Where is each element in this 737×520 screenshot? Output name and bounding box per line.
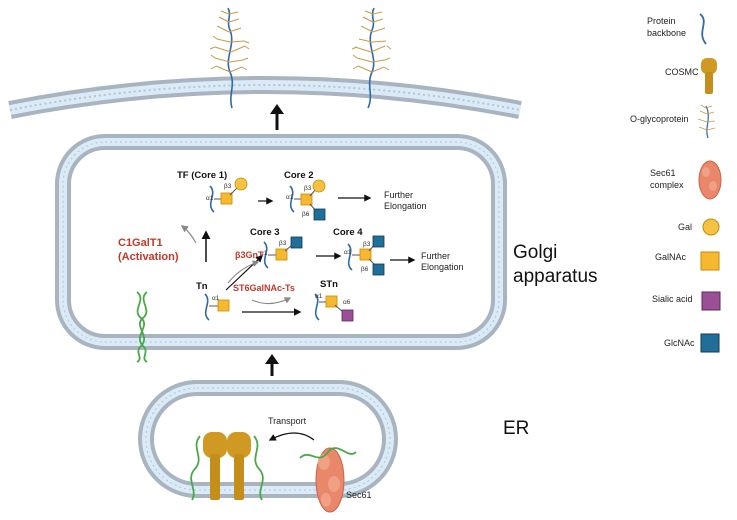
svg-text:β3: β3 — [304, 185, 312, 192]
golgi-green-peptide — [136, 291, 148, 363]
svg-text:β6: β6 — [361, 266, 369, 273]
o-glycoprotein-icon — [697, 104, 716, 139]
label-further-elongation-1: Further Elongation — [384, 190, 427, 211]
backbone-icon — [699, 13, 707, 45]
glycan-tn: α1 — [204, 293, 230, 321]
label-tn: Tn — [196, 281, 208, 292]
glycan-core2: α1 β3 β6 — [286, 179, 326, 221]
legend-label-gal: Gal — [678, 222, 692, 232]
label-core2: Core 2 — [284, 170, 314, 181]
svg-text:β3: β3 — [224, 183, 232, 190]
svg-text:α1: α1 — [315, 293, 323, 300]
legend-label-glcnac: GlcNAc — [664, 338, 695, 348]
label-core4: Core 4 — [333, 227, 363, 238]
sialic-acid-square-icon — [701, 291, 721, 311]
cosmc-pair — [190, 432, 264, 501]
label-core3: Core 3 — [250, 227, 280, 238]
er-label: ER — [503, 418, 529, 439]
golgi-label: Golgi apparatus — [513, 242, 598, 287]
legend-label-galnac: GalNAc — [655, 252, 687, 262]
golgi-membrane — [55, 134, 507, 350]
glycan-stn: α1 α6 — [314, 293, 354, 322]
legend-label-cosmc: COSMC — [665, 67, 699, 77]
arrow-to-golgi — [265, 354, 279, 376]
galnac-square-icon — [700, 251, 720, 271]
svg-text:α1: α1 — [344, 249, 352, 256]
transport-label: Transport — [268, 416, 307, 426]
enzyme-st6galnac-ts: ST6GalNAc-Ts — [233, 283, 295, 293]
surface-glycoprotein-right — [351, 7, 392, 109]
sec61-label: Sec61 — [346, 490, 372, 500]
arrow-to-membrane — [270, 104, 284, 130]
legend-label-sec61-complex: Sec61 complex — [650, 168, 684, 190]
svg-text:β6: β6 — [302, 211, 310, 218]
cosmc-icon — [701, 58, 717, 94]
svg-text:α6: α6 — [343, 299, 351, 306]
plasma-membrane — [8, 76, 522, 119]
svg-text:α1: α1 — [260, 250, 268, 257]
enzyme-c1galt1: C1GalT1 (Activation) — [118, 237, 179, 263]
svg-text:β3: β3 — [279, 240, 287, 247]
er-membrane — [138, 380, 398, 498]
legend-label-o-glycoprotein: O-glycoprotein — [630, 114, 689, 124]
legend-label-sialic-acid: Sialic acid — [652, 294, 693, 304]
legend-label-backbone: Protein backbone — [647, 16, 686, 38]
glcnac-square-icon — [700, 333, 720, 353]
svg-text:α1: α1 — [206, 195, 214, 202]
label-tf-core1: TF (Core 1) — [177, 170, 227, 181]
svg-text:α1: α1 — [212, 295, 220, 302]
glycan-tf-core1: α1 β3 — [206, 177, 248, 213]
gal-circle-icon — [702, 218, 720, 236]
sec61-complex-icon — [698, 160, 722, 200]
svg-text:α1: α1 — [286, 194, 294, 201]
surface-glycoprotein-left — [209, 7, 250, 109]
glycan-core4: α1 β3 β6 — [344, 235, 385, 276]
label-stn: STn — [320, 279, 338, 290]
enzyme-b3gnt: β3GnT — [235, 250, 264, 260]
sec61-complex — [299, 447, 357, 513]
glycan-core3: α1 β3 — [260, 236, 303, 269]
legend: Protein backbone COSMC O-glycoprotein Se… — [630, 13, 722, 353]
label-further-elongation-2: Further Elongation — [421, 251, 464, 272]
svg-text:β3: β3 — [363, 241, 371, 248]
